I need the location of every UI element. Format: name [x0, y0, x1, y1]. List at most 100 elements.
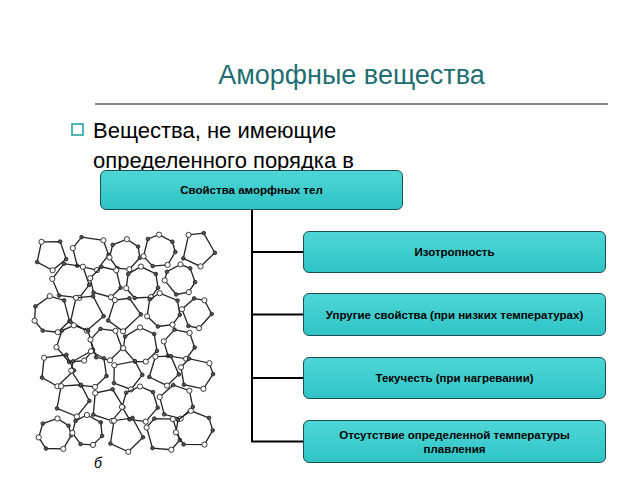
atom-ring [57, 325, 94, 362]
atom [176, 418, 180, 422]
atom [176, 299, 180, 303]
atom [133, 359, 137, 363]
atom [156, 232, 161, 237]
atom-ring [39, 419, 72, 449]
atom [207, 361, 212, 366]
atom [119, 286, 123, 290]
atom [174, 293, 178, 297]
atom [151, 390, 155, 394]
atom [109, 442, 113, 446]
atom [153, 417, 157, 421]
atom [157, 394, 162, 399]
atom [170, 322, 175, 327]
atom [124, 286, 129, 291]
atom [102, 314, 106, 318]
atom [179, 307, 184, 312]
atom [211, 372, 215, 376]
atom [170, 417, 175, 422]
atom [107, 358, 112, 363]
atom [173, 430, 178, 435]
slide-title: Аморфные вещества [95, 60, 608, 91]
atom [67, 424, 71, 428]
atom [141, 254, 146, 259]
atom [192, 297, 196, 301]
atom [201, 386, 206, 391]
atom [71, 323, 76, 328]
atom [50, 276, 55, 281]
atom [36, 435, 41, 440]
atom [119, 404, 124, 409]
atom [162, 278, 167, 283]
atom [112, 298, 117, 303]
property-box: Отсутствие определенной температуры плав… [303, 420, 606, 463]
atom [153, 354, 158, 359]
atom [69, 368, 74, 373]
property-box: Текучесть (при нагревании) [303, 357, 606, 399]
atom [70, 430, 75, 435]
atom [93, 391, 98, 396]
atom [112, 363, 117, 368]
atom [182, 257, 186, 261]
atom [54, 345, 59, 350]
atom [211, 429, 215, 433]
atom [121, 329, 126, 334]
atom [62, 262, 66, 266]
atom [156, 286, 160, 290]
atom-ring [165, 264, 195, 294]
atom [61, 446, 66, 451]
atom [157, 291, 162, 296]
atom [213, 251, 217, 255]
atom [155, 349, 159, 353]
atom-ring [108, 298, 141, 331]
atom [124, 391, 128, 395]
atom-ring [35, 296, 70, 332]
atom [35, 260, 39, 264]
atom-ring [144, 235, 176, 266]
atom [74, 414, 79, 419]
atom [74, 419, 78, 423]
atom [57, 294, 61, 298]
atom [127, 267, 132, 272]
atom [136, 245, 140, 249]
atom [94, 356, 98, 360]
atom [138, 264, 143, 269]
atom [161, 339, 166, 344]
atom [69, 320, 73, 324]
atom [87, 283, 91, 287]
atom [174, 250, 178, 254]
atom [148, 375, 152, 379]
box-text: Упругие свойства (при низких температура… [318, 306, 592, 324]
atom [164, 383, 169, 388]
atom [182, 383, 186, 387]
atom [99, 327, 103, 331]
atom [177, 373, 181, 377]
box-text: Изотропность [407, 243, 503, 261]
atom [148, 298, 152, 302]
atom [111, 418, 116, 423]
atom [112, 381, 116, 385]
header-box: Свойства аморфных тел [100, 170, 403, 210]
atom [92, 291, 96, 295]
atom [126, 449, 131, 454]
atom [47, 294, 52, 299]
atom [90, 442, 95, 447]
atom [114, 268, 119, 273]
atom [113, 328, 118, 333]
atom [42, 355, 47, 360]
atom [107, 255, 112, 260]
atom [123, 335, 127, 339]
atom [143, 359, 148, 364]
atom [178, 262, 183, 267]
atom [32, 318, 37, 323]
atom [139, 313, 143, 317]
atom-ring [110, 418, 143, 452]
atom-ring [71, 351, 106, 387]
atom [172, 383, 176, 387]
atom-ring [42, 355, 74, 387]
atom [68, 319, 72, 323]
atom [34, 305, 38, 309]
atom [202, 231, 206, 235]
atom [133, 360, 137, 364]
atom [124, 237, 129, 242]
